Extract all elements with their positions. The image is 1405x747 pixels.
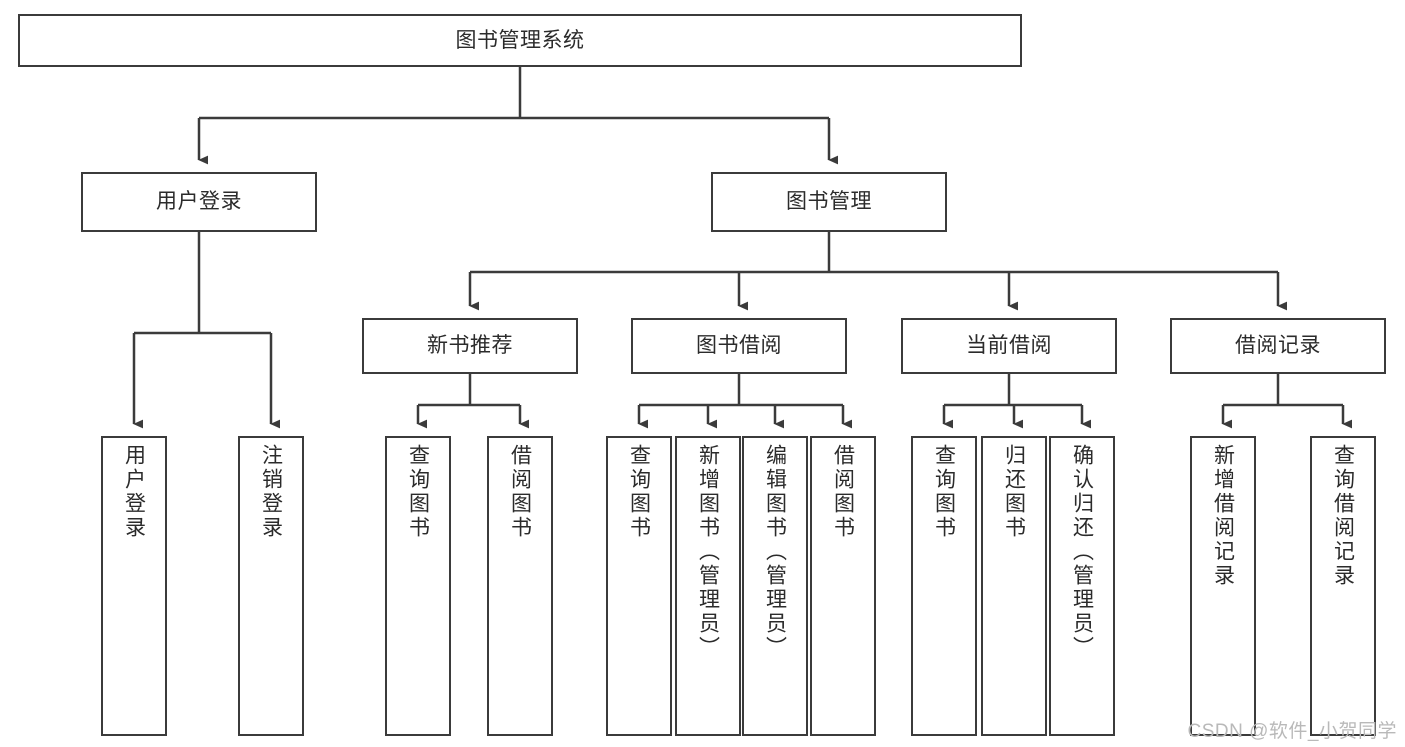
node-label: 借阅记录 <box>1235 334 1321 358</box>
node-label: 编辑图书（管理员） <box>763 444 787 660</box>
node-label: 用户登录 <box>156 190 242 214</box>
leaf-return-book[interactable]: 归还图书 <box>981 436 1047 736</box>
node-label: 借阅图书 <box>831 444 855 540</box>
node-label: 新书推荐 <box>427 334 513 358</box>
leaf-user-login[interactable]: 用户登录 <box>101 436 167 736</box>
leaf-edit-book-admin[interactable]: 编辑图书（管理员） <box>742 436 808 736</box>
node-label: 查询图书 <box>932 444 956 540</box>
connector-group-user-login <box>132 232 281 429</box>
node-label: 新增图书（管理员） <box>696 444 720 660</box>
leaf-query-book-current[interactable]: 查询图书 <box>911 436 977 736</box>
node-book-management[interactable]: 图书管理 <box>711 172 947 232</box>
leaf-add-book-admin[interactable]: 新增图书（管理员） <box>675 436 741 736</box>
node-label: 用户登录 <box>122 444 146 540</box>
leaf-confirm-return-admin[interactable]: 确认归还（管理员） <box>1049 436 1115 736</box>
connector-group-current-borrow <box>942 374 1092 429</box>
node-label: 图书管理系统 <box>455 28 585 52</box>
leaf-query-borrow-record[interactable]: 查询借阅记录 <box>1310 436 1376 736</box>
node-user-login[interactable]: 用户登录 <box>81 172 317 232</box>
connector-group-book-manage <box>468 232 1288 311</box>
leaf-logout[interactable]: 注销登录 <box>238 436 304 736</box>
node-label: 查询借阅记录 <box>1331 444 1355 588</box>
leaf-query-book-borrow[interactable]: 查询图书 <box>606 436 672 736</box>
node-book-borrow[interactable]: 图书借阅 <box>631 318 847 374</box>
connector-group-root <box>197 67 839 165</box>
node-label: 当前借阅 <box>966 334 1052 358</box>
node-label: 确认归还（管理员） <box>1070 444 1094 660</box>
connector-group-borrow-record <box>1221 374 1353 429</box>
connector-group-borrow <box>637 374 853 429</box>
leaf-borrow-book-recommend[interactable]: 借阅图书 <box>487 436 553 736</box>
node-current-borrow[interactable]: 当前借阅 <box>901 318 1117 374</box>
node-label: 查询图书 <box>406 444 430 540</box>
node-label: 注销登录 <box>259 444 283 540</box>
node-label: 查询图书 <box>627 444 651 540</box>
node-label: 图书管理 <box>786 190 872 214</box>
leaf-borrow-book[interactable]: 借阅图书 <box>810 436 876 736</box>
node-root-system[interactable]: 图书管理系统 <box>18 14 1022 67</box>
node-borrow-record[interactable]: 借阅记录 <box>1170 318 1386 374</box>
node-label: 新增借阅记录 <box>1211 444 1235 588</box>
leaf-query-book-recommend[interactable]: 查询图书 <box>385 436 451 736</box>
node-label: 借阅图书 <box>508 444 532 540</box>
connector-group-new-books <box>416 374 530 429</box>
node-label: 归还图书 <box>1002 444 1026 540</box>
leaf-add-borrow-record[interactable]: 新增借阅记录 <box>1190 436 1256 736</box>
node-label: 图书借阅 <box>696 334 782 358</box>
node-new-book-recommend[interactable]: 新书推荐 <box>362 318 578 374</box>
